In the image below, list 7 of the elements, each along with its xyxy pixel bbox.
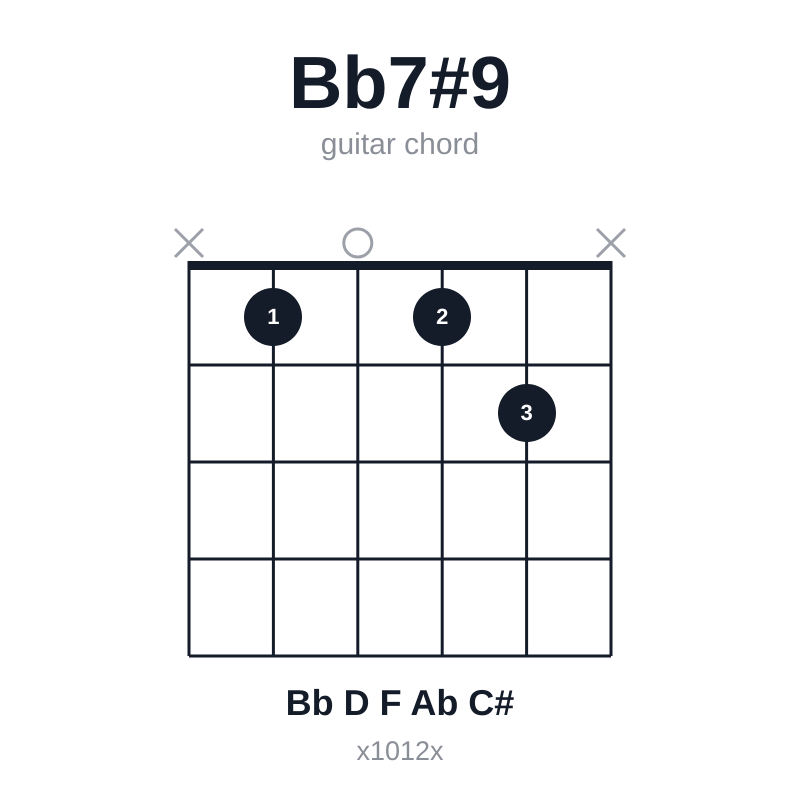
finger-number: 3 xyxy=(520,400,533,426)
fingering-code: x1012x xyxy=(355,736,445,767)
chord-title: Bb7#9 xyxy=(288,40,512,125)
subtitle: guitar chord xyxy=(320,128,480,162)
finger-number: 1 xyxy=(267,304,280,330)
chord-notes: Bb D F Ab C# xyxy=(284,682,516,724)
finger-number: 2 xyxy=(436,304,448,330)
